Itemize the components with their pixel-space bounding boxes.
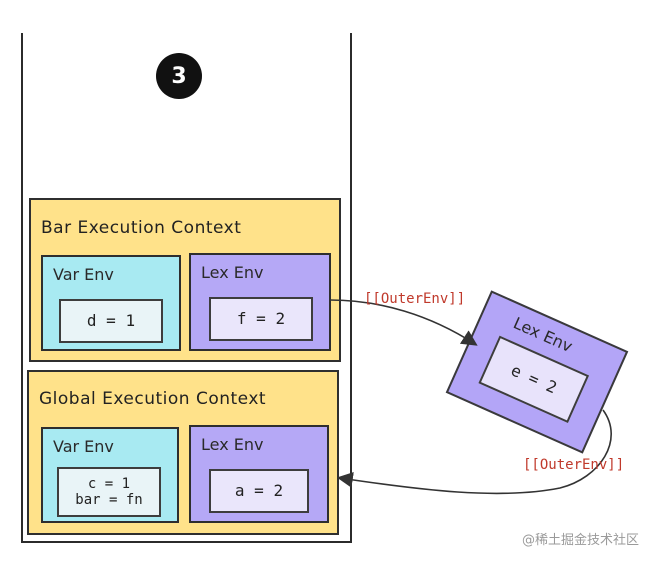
outer-env-label-bottom: [[OuterEnv]] xyxy=(523,457,625,473)
bar-lex-env-value: f = 2 xyxy=(209,297,313,341)
global-lex-env: Lex Env a = 2 xyxy=(189,425,329,523)
bar-execution-context: Bar Execution Context Var Env d = 1 Lex … xyxy=(29,198,341,362)
watermark: @稀土掘金技术社区 xyxy=(522,533,640,548)
step-badge: 3 xyxy=(156,53,202,99)
outer-env-arrow-top xyxy=(329,299,478,346)
global-lex-env-title: Lex Env xyxy=(201,435,264,454)
bar-var-env-value: d = 1 xyxy=(59,299,163,343)
global-var-env-title: Var Env xyxy=(53,437,114,456)
bar-lex-env-title: Lex Env xyxy=(201,263,264,282)
global-context-title: Global Execution Context xyxy=(39,389,267,409)
bar-var-env: Var Env d = 1 xyxy=(41,255,181,351)
global-var-env: Var Env c = 1 bar = fn xyxy=(41,427,179,523)
bar-lex-env: Lex Env f = 2 xyxy=(189,253,331,351)
call-stack-left-wall xyxy=(21,33,23,543)
outer-env-arrow-bottom xyxy=(336,409,612,495)
bar-context-title: Bar Execution Context xyxy=(41,218,242,238)
call-stack-bottom xyxy=(21,541,352,543)
global-var-env-value: c = 1 bar = fn xyxy=(57,467,161,517)
call-stack-right-wall xyxy=(350,33,352,543)
outer-env-label-top: [[OuterEnv]] xyxy=(364,291,466,307)
global-execution-context: Global Execution Context Var Env c = 1 b… xyxy=(27,370,339,535)
bar-var-env-title: Var Env xyxy=(53,265,114,284)
global-lex-env-value: a = 2 xyxy=(209,469,309,513)
